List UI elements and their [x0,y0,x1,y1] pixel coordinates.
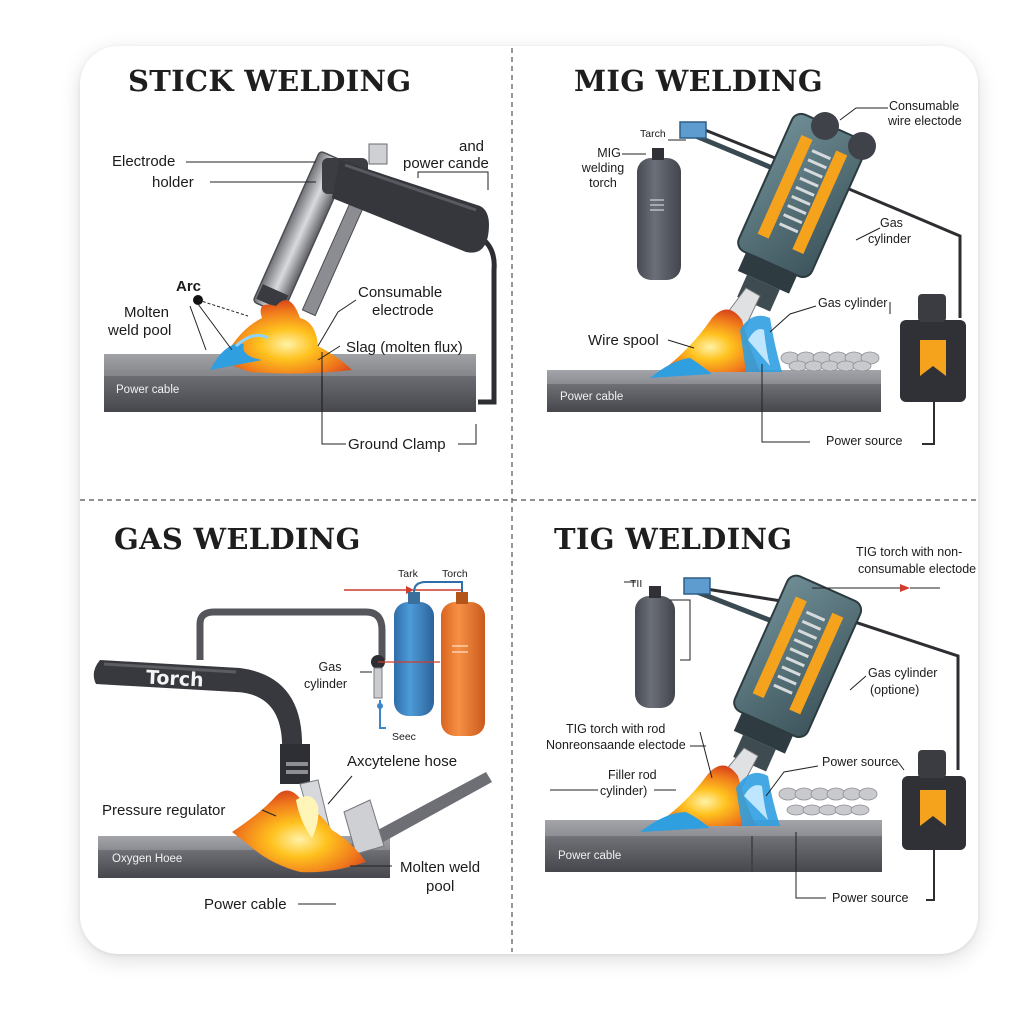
mig-power-cable-label: Power cable [560,391,624,403]
gas-welding-title: GAS WELDING [114,522,361,556]
consumable-electrode-label-2: electrode [372,302,434,319]
stick-power-cable-label: Power cable [116,384,180,396]
gas-molten-label-2: pool [426,878,455,895]
gas-cylinder-label-2: cylinder [304,677,348,691]
pressure-regulator-label: Pressure regulator [102,802,226,819]
mig-consumable-label-2: wire electode [888,114,962,128]
tarch-label: Tarch [640,128,666,140]
tig-torch-non-label-2: consumable electode [858,562,977,576]
mig-gas-cylinder-label: Gas cylinder [818,296,888,310]
consumable-electrode-label-1: Consumable [358,284,443,301]
tig-gas-cylinder-label-1: Gas cylinder [868,666,938,680]
tig-power-source-mid-label: Power source [822,755,899,769]
tig-torch-non-label-1: TIG torch with non- [856,545,963,559]
mig-gas-label-2: cylinder [868,232,912,246]
gas-power-cable-label: Power cable [204,896,287,913]
gas-welding-illustration [93,581,492,905]
tig-welding-illustration [545,574,966,901]
electrode-label: Electrode [112,153,176,170]
mig-welding-title: MIG WELDING [574,64,823,98]
acetylene-hose-label: Axcytelene hose [347,753,458,770]
mig-label-2: welding [581,161,625,175]
gas-cylinder-label-1: Gas [318,660,342,674]
seec-label: Seec [392,731,416,743]
mig-gas-label-1: Gas [880,216,903,230]
torch-label: Torch [145,666,205,692]
tig-torch-rod-label-2: Nonreonsaande electode [546,738,686,752]
tig-welding-title: TIG WELDING [554,522,793,556]
stick-power-cable-top-label-1: and [459,138,485,155]
stick-welding-illustration [104,143,497,445]
holder-label: holder [152,174,194,191]
mig-label-3: torch [589,176,617,190]
wire-spool-label: Wire spool [588,332,659,349]
gas-torch-small-label: Torch [442,568,468,580]
filler-rod-label-1: Filler rod [608,768,657,782]
oxygen-hose-label: Oxygen Hoee [112,853,183,865]
tig-power-cable-label: Power cable [558,850,622,862]
ground-clamp-label: Ground Clamp [348,436,446,453]
arc-label: Arc [176,278,202,295]
stick-power-cable-top-label-2: power cande [403,155,489,172]
tig-torch-rod-label-1: TIG torch with rod [566,722,666,736]
filler-rod-label-2: cylinder) [600,784,648,798]
slag-label: Slag (molten flux) [346,339,463,356]
tig-power-source-label: Power source [832,891,909,905]
mig-label-1: MIG [597,146,621,160]
mig-welding-illustration [547,107,966,445]
tii-label: TII [630,578,643,590]
stick-welding-title: STICK WELDING [128,64,412,98]
molten-label-1: Molten [124,304,170,321]
tark-label: Tark [398,568,418,580]
mig-power-source-label: Power source [826,434,903,448]
gas-molten-label-1: Molten weld [400,859,481,876]
molten-label-2: weld pool [108,322,172,339]
tig-gas-cylinder-label-2: (optione) [870,683,920,697]
mig-consumable-label-1: Consumable [889,99,960,113]
